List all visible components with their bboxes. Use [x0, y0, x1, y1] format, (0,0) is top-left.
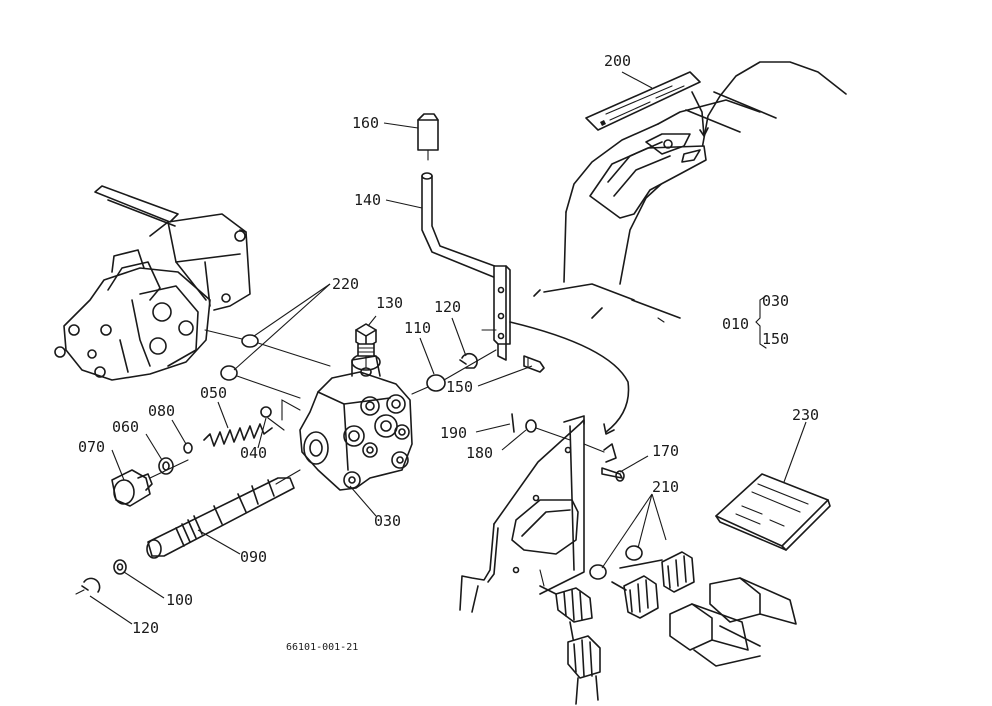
- callout-070: 070: [78, 438, 105, 456]
- callout-150-pin: 150: [446, 378, 473, 396]
- callout-010: 010: [722, 315, 749, 333]
- callout-030-kit: 030: [762, 292, 789, 310]
- plug-130: [355, 323, 377, 369]
- callout-230: 230: [792, 406, 819, 424]
- callout-160: 160: [352, 114, 379, 132]
- cotter-pin-190: [511, 413, 515, 433]
- callout-080: 080: [148, 402, 175, 420]
- washer-180: [525, 419, 571, 441]
- decal-200: [585, 71, 709, 137]
- bolt-170: [601, 467, 625, 482]
- callout-180: 180: [466, 444, 493, 462]
- diagram-code: 66101-001-21: [286, 642, 358, 653]
- callout-190: 190: [440, 424, 467, 442]
- callout-130: 130: [376, 294, 403, 312]
- callout-030: 030: [374, 512, 401, 530]
- callout-210: 210: [652, 478, 679, 496]
- callout-220: 220: [332, 275, 359, 293]
- leader-lines: [89, 122, 667, 625]
- spring-050: [203, 423, 273, 447]
- plug-070: [111, 459, 189, 507]
- callout-200: 200: [604, 52, 631, 70]
- callout-040: 040: [240, 444, 267, 462]
- callout-140: 140: [354, 191, 381, 209]
- snap-ring-120-lower: [75, 577, 101, 595]
- o-ring-110: [411, 374, 446, 395]
- bracket: [459, 415, 617, 613]
- snap-ring-120-upper: [459, 352, 478, 369]
- callout-110: 110: [404, 319, 431, 337]
- lever-grip-160: [417, 113, 439, 161]
- callout-100: 100: [166, 591, 193, 609]
- manual-230: [715, 421, 831, 551]
- callout-170: 170: [652, 442, 679, 460]
- lever-140: [421, 172, 511, 361]
- ball-040: [260, 406, 285, 431]
- callout-050: 050: [200, 384, 227, 402]
- pin-150: [523, 355, 545, 373]
- valve-body: [281, 353, 413, 491]
- pump-housing: [54, 185, 251, 381]
- o-ring-210: [589, 545, 643, 580]
- callout-120-lower: 120: [132, 619, 159, 637]
- fender-cover: [533, 61, 847, 323]
- fittings: [539, 551, 797, 705]
- washer-100: [113, 559, 127, 575]
- callout-120-upper: 120: [434, 298, 461, 316]
- shim-080: [183, 442, 193, 454]
- washer-060: [158, 457, 174, 475]
- callout-150-kit: 150: [762, 330, 789, 348]
- o-ring-220: [204, 329, 331, 399]
- callout-090: 090: [240, 548, 267, 566]
- callout-060: 060: [112, 418, 139, 436]
- callout-brace: [755, 295, 767, 349]
